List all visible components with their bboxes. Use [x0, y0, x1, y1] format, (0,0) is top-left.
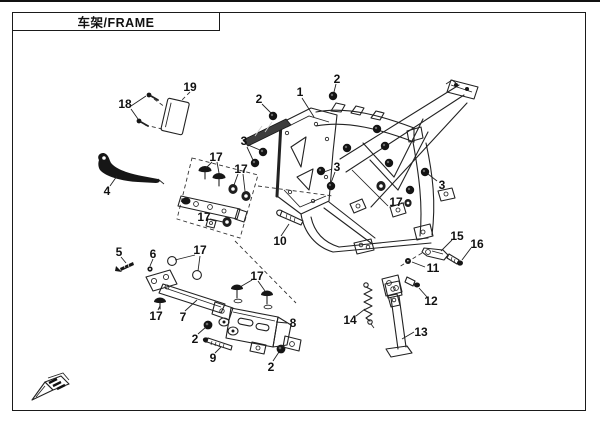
callout-2b: 2: [334, 72, 341, 86]
main-beam-outline: [315, 102, 415, 143]
callout-17c: 17: [197, 210, 211, 224]
part6-nut: [147, 266, 153, 272]
callout-7: 7: [180, 310, 187, 324]
part8-bracket: [218, 307, 302, 355]
callout-16: 16: [470, 237, 484, 251]
callout-17f: 17: [250, 269, 264, 283]
callout-8: 8: [290, 316, 297, 330]
leader-lines: [109, 83, 472, 362]
callout-9: 9: [210, 351, 217, 365]
callout-13: 13: [414, 325, 428, 339]
callout-2c: 2: [192, 332, 199, 346]
part7-arm: [145, 269, 234, 321]
callout-17e: 17: [193, 243, 207, 257]
callout-labels: 1 2 2 3 3 3 4 5 6 7 8 9 10 11 12 13 14 1…: [104, 72, 484, 374]
callout-12: 12: [424, 294, 438, 308]
callout-3b: 3: [334, 160, 341, 174]
callout-3a: 3: [241, 134, 248, 148]
kickstand-assembly: [363, 247, 463, 358]
rear-subframe-outline: [339, 79, 479, 208]
part4-lever: [98, 152, 165, 185]
callout-5: 5: [116, 245, 123, 259]
callout-17a: 17: [209, 150, 223, 164]
umbrella-screws: [154, 166, 273, 310]
diagram-border: [12, 12, 586, 411]
bolt10: [276, 209, 304, 226]
callout-1: 1: [297, 85, 304, 99]
grommet-rings: [167, 181, 412, 280]
bolt-head-dots: [203, 91, 430, 354]
callout-10: 10: [273, 234, 287, 248]
part19-plate: [144, 91, 191, 136]
callout-6: 6: [150, 247, 157, 261]
diagram-title: 车架/FRAME: [77, 16, 155, 30]
callout-14: 14: [343, 313, 357, 327]
top-rule: [0, 0, 600, 2]
callout-15: 15: [450, 229, 464, 243]
callout-2d: 2: [268, 360, 275, 374]
callout-18: 18: [118, 97, 132, 111]
strip-bracket: [242, 118, 292, 147]
direction-arrow-icon: [31, 372, 70, 401]
bolt9: [202, 337, 233, 351]
callout-4: 4: [104, 184, 111, 198]
diagram-title-box: 车架/FRAME: [12, 12, 220, 31]
front-plate-assembly: [275, 107, 338, 215]
callout-17g: 17: [149, 309, 163, 323]
cradle-downtubes: [300, 141, 435, 253]
callout-11: 11: [427, 261, 440, 275]
part18-screws: [136, 92, 159, 127]
detail-box: [176, 157, 334, 304]
callout-17d: 17: [389, 195, 403, 209]
callout-17b: 17: [234, 162, 248, 176]
callout-19: 19: [183, 80, 197, 94]
part5-screw: [115, 262, 134, 272]
callout-2a: 2: [256, 92, 263, 106]
frame-tabs: [349, 126, 456, 255]
callout-3c: 3: [439, 178, 446, 192]
